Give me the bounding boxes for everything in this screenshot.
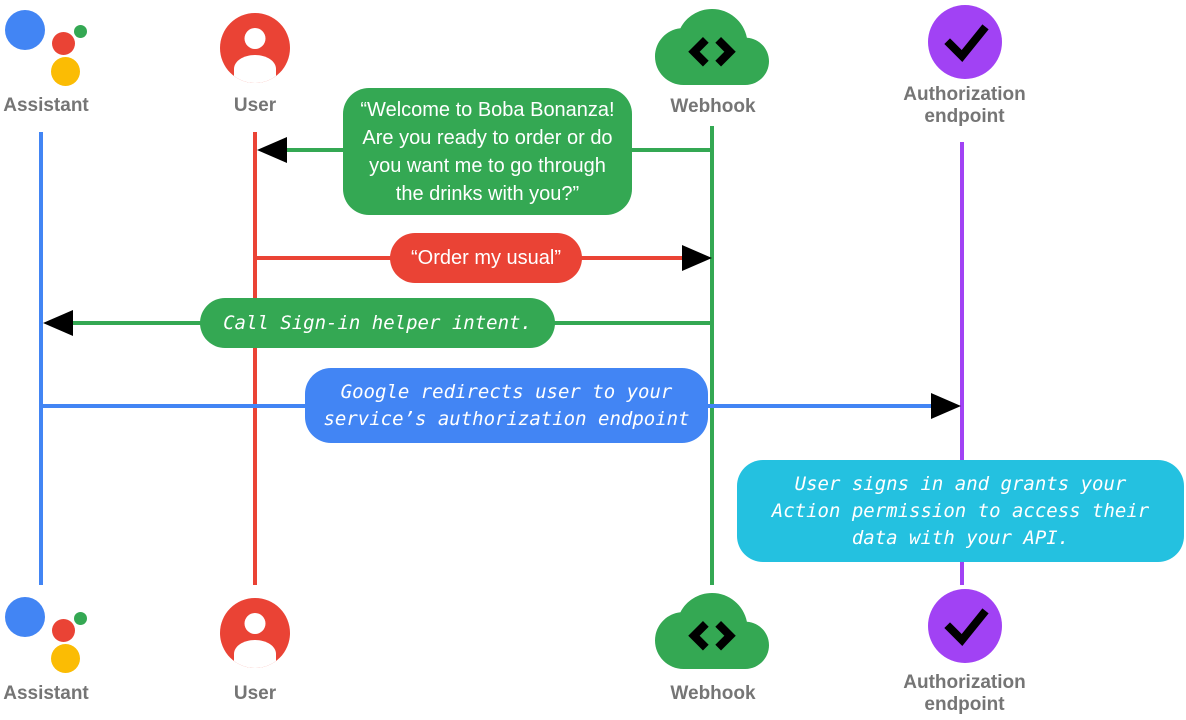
webhook-label: Webhook (670, 683, 756, 704)
authorization-endpoint-label: Authorization endpoint (903, 84, 1026, 127)
assistant-logo-red-dot (52, 619, 75, 642)
assistant-lifeline (39, 132, 43, 585)
assistant-logo-green-dot (74, 25, 87, 38)
assistant-logo-blue-dot (5, 10, 45, 50)
user-avatar-icon (220, 13, 290, 83)
assistant-label: Assistant (3, 683, 89, 704)
assistant-logo-blue-dot (5, 597, 45, 637)
check-circle-icon (928, 589, 1002, 663)
authorization-endpoint-label: Authorization endpoint (903, 672, 1026, 715)
user-lifeline (253, 132, 257, 585)
assistant-logo-yellow-dot (51, 644, 80, 673)
message-call-sign-in-helper: Call Sign-in helper intent. (200, 298, 555, 348)
webhook-label: Webhook (670, 96, 756, 117)
authorization-endpoint-lifeline (960, 142, 964, 585)
assistant-logo-red-dot (52, 32, 75, 55)
assistant-label: Assistant (3, 95, 89, 116)
webhook-lifeline (710, 126, 714, 585)
message-welcome-greeting: “Welcome to Boba Bonanza! Are you ready … (343, 88, 632, 215)
arrowhead-right-icon (931, 393, 961, 419)
check-circle-icon (928, 5, 1002, 79)
cloud-code-icon (655, 593, 769, 669)
assistant-logo-green-dot (74, 612, 87, 625)
cloud-code-icon (655, 9, 769, 85)
arrowhead-left-icon (257, 137, 287, 163)
user-avatar-icon (220, 598, 290, 668)
message-user-signs-in: User signs in and grants your Action per… (737, 460, 1184, 562)
message-order-my-usual: “Order my usual” (390, 233, 582, 283)
google-assistant-logo-icon (0, 0, 92, 92)
user-label: User (233, 683, 277, 704)
arrowhead-right-icon (682, 245, 712, 271)
arrowhead-left-icon (43, 310, 73, 336)
assistant-logo-yellow-dot (51, 57, 80, 86)
message-google-redirects: Google redirects user to your service’s … (305, 368, 708, 443)
google-assistant-logo-icon (0, 587, 92, 679)
user-label: User (233, 95, 277, 116)
